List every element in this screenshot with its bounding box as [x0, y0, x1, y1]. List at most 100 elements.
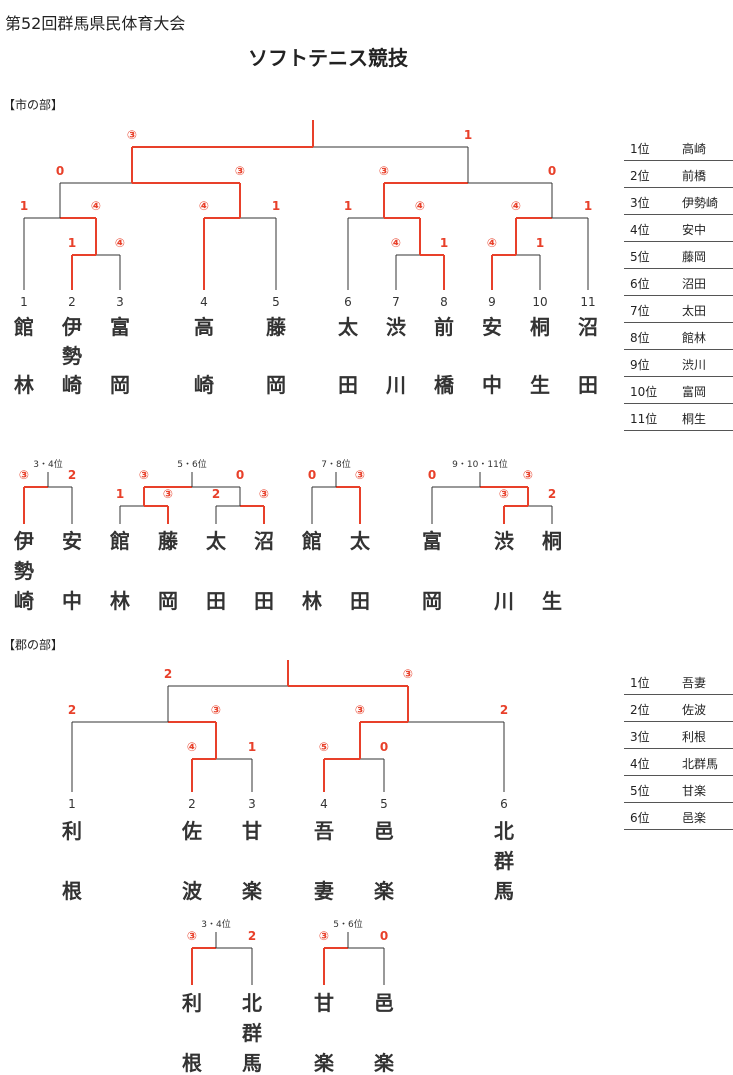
score-right: 2 [248, 929, 256, 943]
team-number: 4 [320, 797, 328, 811]
score-right: 0 [380, 929, 388, 943]
score-left: 2 [164, 667, 172, 681]
score-left: 2 [68, 703, 76, 717]
score-right: 1 [248, 740, 256, 754]
score-left: ③ [127, 128, 137, 142]
ranking-team-name: 甘楽 [682, 784, 707, 798]
team-name-char: 岡 [110, 373, 130, 397]
team-name-char: 楽 [374, 879, 395, 903]
team-number: 7 [392, 295, 400, 309]
score-left: ④ [199, 199, 209, 213]
placement-team-char: 林 [110, 589, 130, 613]
team-name-char: 富 [110, 315, 130, 339]
team-number: 5 [380, 797, 388, 811]
score-left: ③ [355, 703, 365, 717]
ranking-row: 1位吾妻 [624, 668, 733, 695]
ranking-position: 5位 [630, 250, 650, 264]
score-right: ④ [91, 199, 101, 213]
ranking-team-name: 利根 [682, 730, 707, 744]
score-right: ③ [355, 468, 365, 482]
placement-team-char: 館 [110, 529, 130, 553]
team-name-char: 館 [14, 315, 34, 339]
ranking-row: 2位 前橋 [624, 161, 733, 188]
ranking-row: 10位 富岡 [624, 377, 733, 404]
placement-label: 3・4位 [33, 458, 62, 470]
score-left: ③ [499, 487, 509, 501]
ranking-position: 10位 [630, 385, 658, 399]
team-name-char: 桐 [530, 315, 550, 339]
ranking-position: 5位 [630, 784, 650, 798]
ranking-team-name: 沼田 [682, 277, 707, 291]
ranking-position: 2位 [630, 169, 650, 183]
team-name-char: 佐 [181, 819, 202, 843]
placement-team-char: 太 [350, 529, 371, 553]
ranking-row: 9位渋川 [624, 350, 733, 377]
ranking-row: 7位太田 [624, 296, 733, 323]
team-number: 5 [272, 295, 280, 309]
team-number: 8 [440, 295, 448, 309]
placement-label: 7・8位 [321, 458, 350, 470]
team-name-char: 利 [62, 819, 82, 843]
placement-team-char: 田 [254, 589, 274, 613]
placement-label: 5・6位 [333, 918, 362, 930]
ranking-row: 4位安中 [624, 215, 733, 242]
placement-team-char: 沼 [254, 529, 274, 553]
page-title: ソフトテニス競技 [248, 46, 408, 70]
team-name-char: 群 [493, 849, 514, 873]
score-right: 2 [500, 703, 508, 717]
team-name-char: 渋 [386, 315, 406, 339]
placement-team-char: 富 [422, 529, 442, 553]
placement-team-char: 田 [350, 589, 370, 613]
team-number: 4 [200, 295, 208, 309]
ranking-position: 7位 [630, 304, 650, 318]
ranking-team-name: 富岡 [682, 385, 707, 399]
ranking-row: 11位桐生 [624, 404, 733, 431]
score-right: ③ [259, 487, 269, 501]
team-number: 6 [344, 295, 352, 309]
placement-team-char: 田 [206, 589, 226, 613]
team-number: 3 [116, 295, 124, 309]
score-left: 2 [212, 487, 220, 501]
ranking-position: 6位 [630, 277, 650, 291]
ranking-row: 4位北群馬 [624, 749, 733, 776]
score-left: ④ [487, 236, 497, 250]
score-right: ③ [235, 164, 245, 178]
placement-team-char: 太 [206, 529, 227, 553]
ranking-team-name: 前橋 [682, 169, 707, 183]
score-left: 0 [308, 468, 316, 482]
ranking-position: 3位 [630, 730, 650, 744]
placement-team-char: 藤 [157, 529, 179, 553]
placement-label: 3・4位 [201, 918, 230, 930]
score-left: ④ [187, 740, 197, 754]
team-name-char: 崎 [194, 373, 214, 397]
placement-team-char: 中 [62, 589, 82, 613]
ranking-position: 6位 [630, 811, 650, 825]
score-left: 1 [20, 199, 28, 213]
team-name-char: 勢 [62, 344, 82, 368]
team-name-char: 前 [434, 315, 454, 339]
score-right: ③ [403, 667, 413, 681]
team-name-char: 太 [338, 315, 359, 339]
score-right: ③ [211, 703, 221, 717]
team-name-char: 川 [385, 373, 406, 397]
team-name-char: 馬 [494, 879, 514, 903]
team-name-char: 吾 [314, 819, 334, 843]
score-left: ④ [511, 199, 521, 213]
team-number: 3 [248, 797, 256, 811]
score-left: ⑤ [319, 740, 329, 754]
team-name-char: 根 [62, 879, 82, 903]
team-name-char: 伊 [61, 315, 82, 339]
score-left: 0 [428, 468, 436, 482]
score-right: 0 [380, 740, 388, 754]
score-left: ③ [19, 468, 29, 482]
score-left: ③ [187, 929, 197, 943]
ranking-team-name: 渋川 [682, 358, 707, 372]
team-name-char: 田 [338, 373, 358, 397]
score-right: 1 [536, 236, 544, 250]
placement-label: 5・6位 [177, 458, 206, 470]
placement-team-char: 馬 [242, 1051, 262, 1075]
team-name-char: 岡 [266, 373, 286, 397]
